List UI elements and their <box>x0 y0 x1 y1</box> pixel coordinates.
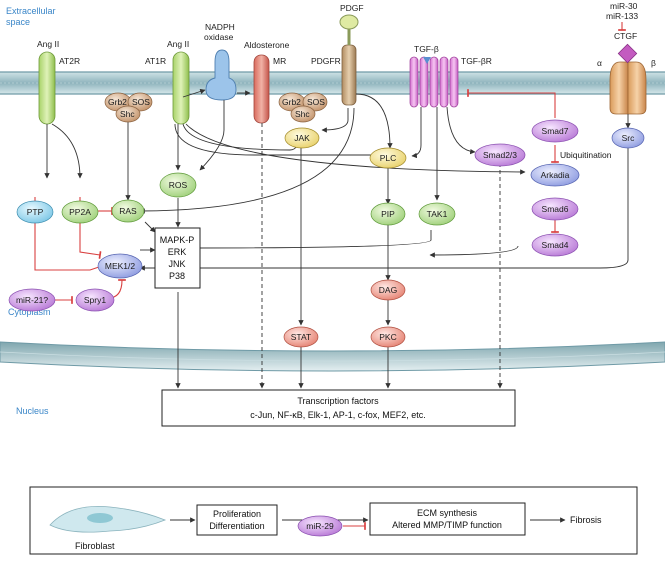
ptp-node: PTP <box>16 200 54 224</box>
nadph-label: NADPH <box>205 22 235 32</box>
at1r-receptor <box>172 51 190 125</box>
pkc-node: PKC <box>370 326 406 348</box>
ang2-left-label: Ang II <box>37 39 59 49</box>
at1r-label: AT1R <box>145 56 166 66</box>
ctgf-label: CTGF <box>614 31 637 41</box>
region-cytoplasm-label: Cytoplasm <box>8 307 51 317</box>
ang2-mid-label: Ang II <box>167 39 189 49</box>
mapk-line-4: P38 <box>169 271 185 281</box>
nuclear-membrane <box>0 341 665 372</box>
pip-node: PIP <box>370 202 406 226</box>
tgfbr-label: TGF-βR <box>461 56 492 66</box>
svg-text:PLC: PLC <box>380 153 397 163</box>
stat-node: STAT <box>283 326 319 348</box>
ubiquitination-label: Ubiquitination <box>560 150 612 160</box>
ras-node: RAS <box>111 199 145 223</box>
svg-text:DAG: DAG <box>379 285 397 295</box>
smad7-node: Smad7 <box>531 119 579 143</box>
grb2-sos-shc-complex-left: Grb2 SOS Shc <box>104 92 153 123</box>
svg-text:PTP: PTP <box>27 207 44 217</box>
integrin-receptor <box>609 43 647 115</box>
mr-label: MR <box>273 56 286 66</box>
aldosterone-label: Aldosterone <box>244 40 290 50</box>
tgfb-label: TGF-β <box>414 44 439 54</box>
mr-receptor <box>253 54 270 124</box>
pathway-arrows <box>44 88 631 389</box>
dag-node: DAG <box>370 279 406 301</box>
mir29-label: miR-29 <box>306 521 334 531</box>
beta-label: β <box>651 58 656 68</box>
smad6-node: Smad6 <box>531 197 579 221</box>
mir30-label: miR-30 <box>610 1 638 11</box>
region-extracellular-label: Extracellular <box>6 6 56 16</box>
spry1-node: Spry1 <box>75 288 115 312</box>
svg-text:Smad4: Smad4 <box>542 240 569 250</box>
src-node: Src <box>611 127 645 149</box>
alpha-label: α <box>597 58 602 68</box>
fibrosis-label: Fibrosis <box>570 515 602 525</box>
oxidase-label: oxidase <box>204 32 234 42</box>
mmp-label: Altered MMP/TIMP function <box>392 520 502 530</box>
svg-text:Smad6: Smad6 <box>542 204 569 214</box>
mapk-line-1: MAPK-P <box>160 235 195 245</box>
svg-text:PKC: PKC <box>379 332 396 342</box>
differentiation-label: Differentiation <box>209 521 264 531</box>
grb2-left-label: Grb2 <box>108 97 127 107</box>
outcome-panel: Fibroblast Proliferation Differentiation… <box>29 486 638 555</box>
cell-membrane <box>0 71 665 95</box>
svg-text:PP2A: PP2A <box>69 207 91 217</box>
ecm-label: ECM synthesis <box>417 508 478 518</box>
pdgfr-label: PDGFR <box>311 56 341 66</box>
svg-text:JAK: JAK <box>294 133 310 143</box>
svg-text:Spry1: Spry1 <box>84 295 106 305</box>
svg-text:Smad7: Smad7 <box>542 126 569 136</box>
svg-text:Arkadia: Arkadia <box>541 170 570 180</box>
smad4-node: Smad4 <box>531 233 579 257</box>
svg-text:Smad2/3: Smad2/3 <box>483 150 517 160</box>
grb2-right-label: Grb2 <box>282 97 301 107</box>
svg-text:MEK1/2: MEK1/2 <box>105 261 136 271</box>
tak1-node: TAK1 <box>418 202 456 226</box>
mapk-line-3: JNK <box>168 259 185 269</box>
jak-node: JAK <box>284 127 320 149</box>
svg-text:Src: Src <box>622 133 636 143</box>
tgfbr-receptor <box>409 56 459 108</box>
pdgfr-receptor <box>339 14 359 106</box>
grb2-sos-shc-complex-right: Grb2 SOS Shc <box>278 92 328 123</box>
at2r-receptor <box>38 51 56 125</box>
mir21-node: miR-21? <box>8 288 56 312</box>
fibroblast-label: Fibroblast <box>75 541 115 551</box>
arkadia-node: Arkadia <box>530 163 580 187</box>
ros-node: ROS <box>159 172 197 198</box>
shc-right-label: Shc <box>295 109 310 119</box>
mek-node: MEK1/2 <box>97 253 143 279</box>
svg-text:STAT: STAT <box>291 332 311 342</box>
mir133-label: miR-133 <box>606 11 638 21</box>
proliferation-label: Proliferation <box>213 509 261 519</box>
sos-right-label: SOS <box>307 97 325 107</box>
pdgf-label: PDGF <box>340 3 364 13</box>
svg-text:RAS: RAS <box>119 206 137 216</box>
smad23-node: Smad2/3 <box>474 143 526 167</box>
pp2a-node: PP2A <box>61 200 99 224</box>
fibroblast-icon <box>49 506 167 533</box>
transcription-title: Transcription factors <box>297 396 379 406</box>
at2r-label: AT2R <box>59 56 80 66</box>
svg-text:PIP: PIP <box>381 209 395 219</box>
transcription-list: c-Jun, NF-κB, Elk-1, AP-1, c-fox, MEF2, … <box>250 410 426 420</box>
region-space-label: space <box>6 17 30 27</box>
mapk-line-2: ERK <box>168 247 187 257</box>
shc-left-label: Shc <box>120 109 135 119</box>
transcription-factors-box: Transcription factors c-Jun, NF-κB, Elk-… <box>161 389 516 427</box>
region-nucleus-label: Nucleus <box>16 406 49 416</box>
nadph-oxidase-icon <box>205 49 237 101</box>
svg-text:miR-21?: miR-21? <box>16 295 48 305</box>
plc-node: PLC <box>369 147 407 169</box>
svg-text:TAK1: TAK1 <box>427 209 448 219</box>
svg-text:ROS: ROS <box>169 180 188 190</box>
mapk-box: MAPK-P ERK JNK P38 <box>154 227 201 289</box>
sos-left-label: SOS <box>132 97 150 107</box>
